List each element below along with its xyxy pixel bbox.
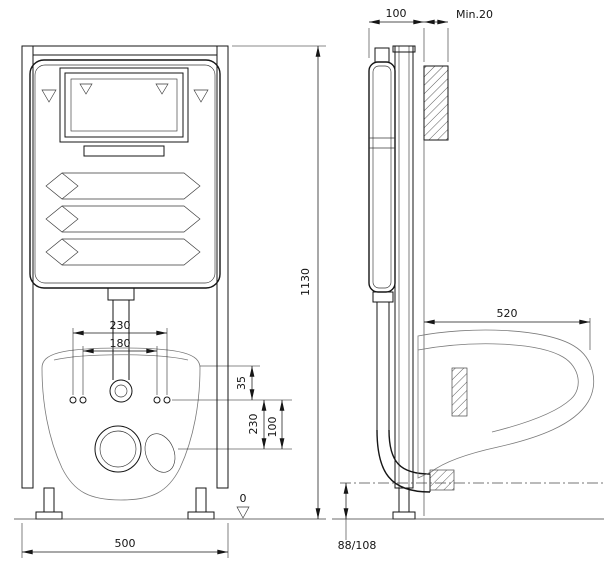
dim-wall-thickness-min: Min.20: [456, 8, 493, 21]
dim-floor-level: 0: [240, 492, 247, 505]
fixing-bolt: [79, 396, 87, 404]
pan-outline-side: [417, 329, 595, 479]
level-triangle-inner-right: [155, 83, 169, 95]
level-triangle-right: [193, 89, 209, 103]
pan-rim-front: [53, 354, 189, 361]
dim-bolt-spacing-inner: 180: [110, 337, 131, 350]
cistern-outline: [29, 59, 221, 289]
dim-drain-offset: 100: [266, 417, 279, 438]
cistern-inner-outline: [34, 64, 216, 284]
front-dimensions: 230 180 35 230 100 0 500 1130: [21, 45, 326, 558]
pan-outlet-socket: [429, 469, 455, 491]
frame-top-crossbar: [32, 45, 218, 56]
dim-inlet-offset: 35: [235, 376, 248, 390]
dim-frame-width: 500: [115, 537, 136, 550]
pan-outline-front: [41, 347, 201, 501]
dim-drain-height: 230: [247, 414, 260, 435]
drain-socket-front: [144, 433, 176, 473]
fixing-bolt: [69, 396, 77, 404]
flush-pipe-front: [107, 287, 135, 403]
dim-outlet-height: 88/108: [338, 539, 377, 552]
dim-bolt-spacing-outer: 230: [110, 319, 131, 332]
pan-inlet-channel: [451, 367, 468, 417]
fixing-bolt: [163, 396, 171, 404]
wall-section-hatch: [423, 65, 449, 141]
level-zero-triangle: [236, 506, 250, 519]
dim-frame-depth: 100: [386, 7, 407, 20]
drain-outlet-front: [94, 425, 142, 473]
level-triangle-left: [41, 89, 57, 103]
frame-profile-side: [394, 45, 414, 489]
dim-installation-depth: 520: [497, 307, 518, 320]
pan-inner-side: [417, 343, 579, 433]
frame-left-foot: [35, 487, 63, 520]
frame-right-rail: [216, 45, 229, 489]
dim-frame-height: 1130: [299, 268, 312, 296]
front-view: [14, 45, 326, 520]
frame-left-rail: [21, 45, 34, 489]
level-triangle-inner-left: [79, 83, 93, 95]
frame-top-bracket: [392, 45, 416, 53]
fixing-bolt: [153, 396, 161, 404]
flush-pipe-side: [372, 291, 394, 430]
access-panel: [59, 67, 189, 157]
inlet-fitting: [109, 379, 133, 403]
fill-valve-stub: [374, 47, 390, 63]
frame-right-foot: [187, 487, 215, 520]
side-dimensions: 100 Min.20 520 88/108: [338, 7, 591, 552]
frame-foot-side: [392, 487, 416, 520]
side-view: [332, 45, 604, 520]
cistern-ribs: [45, 172, 201, 266]
